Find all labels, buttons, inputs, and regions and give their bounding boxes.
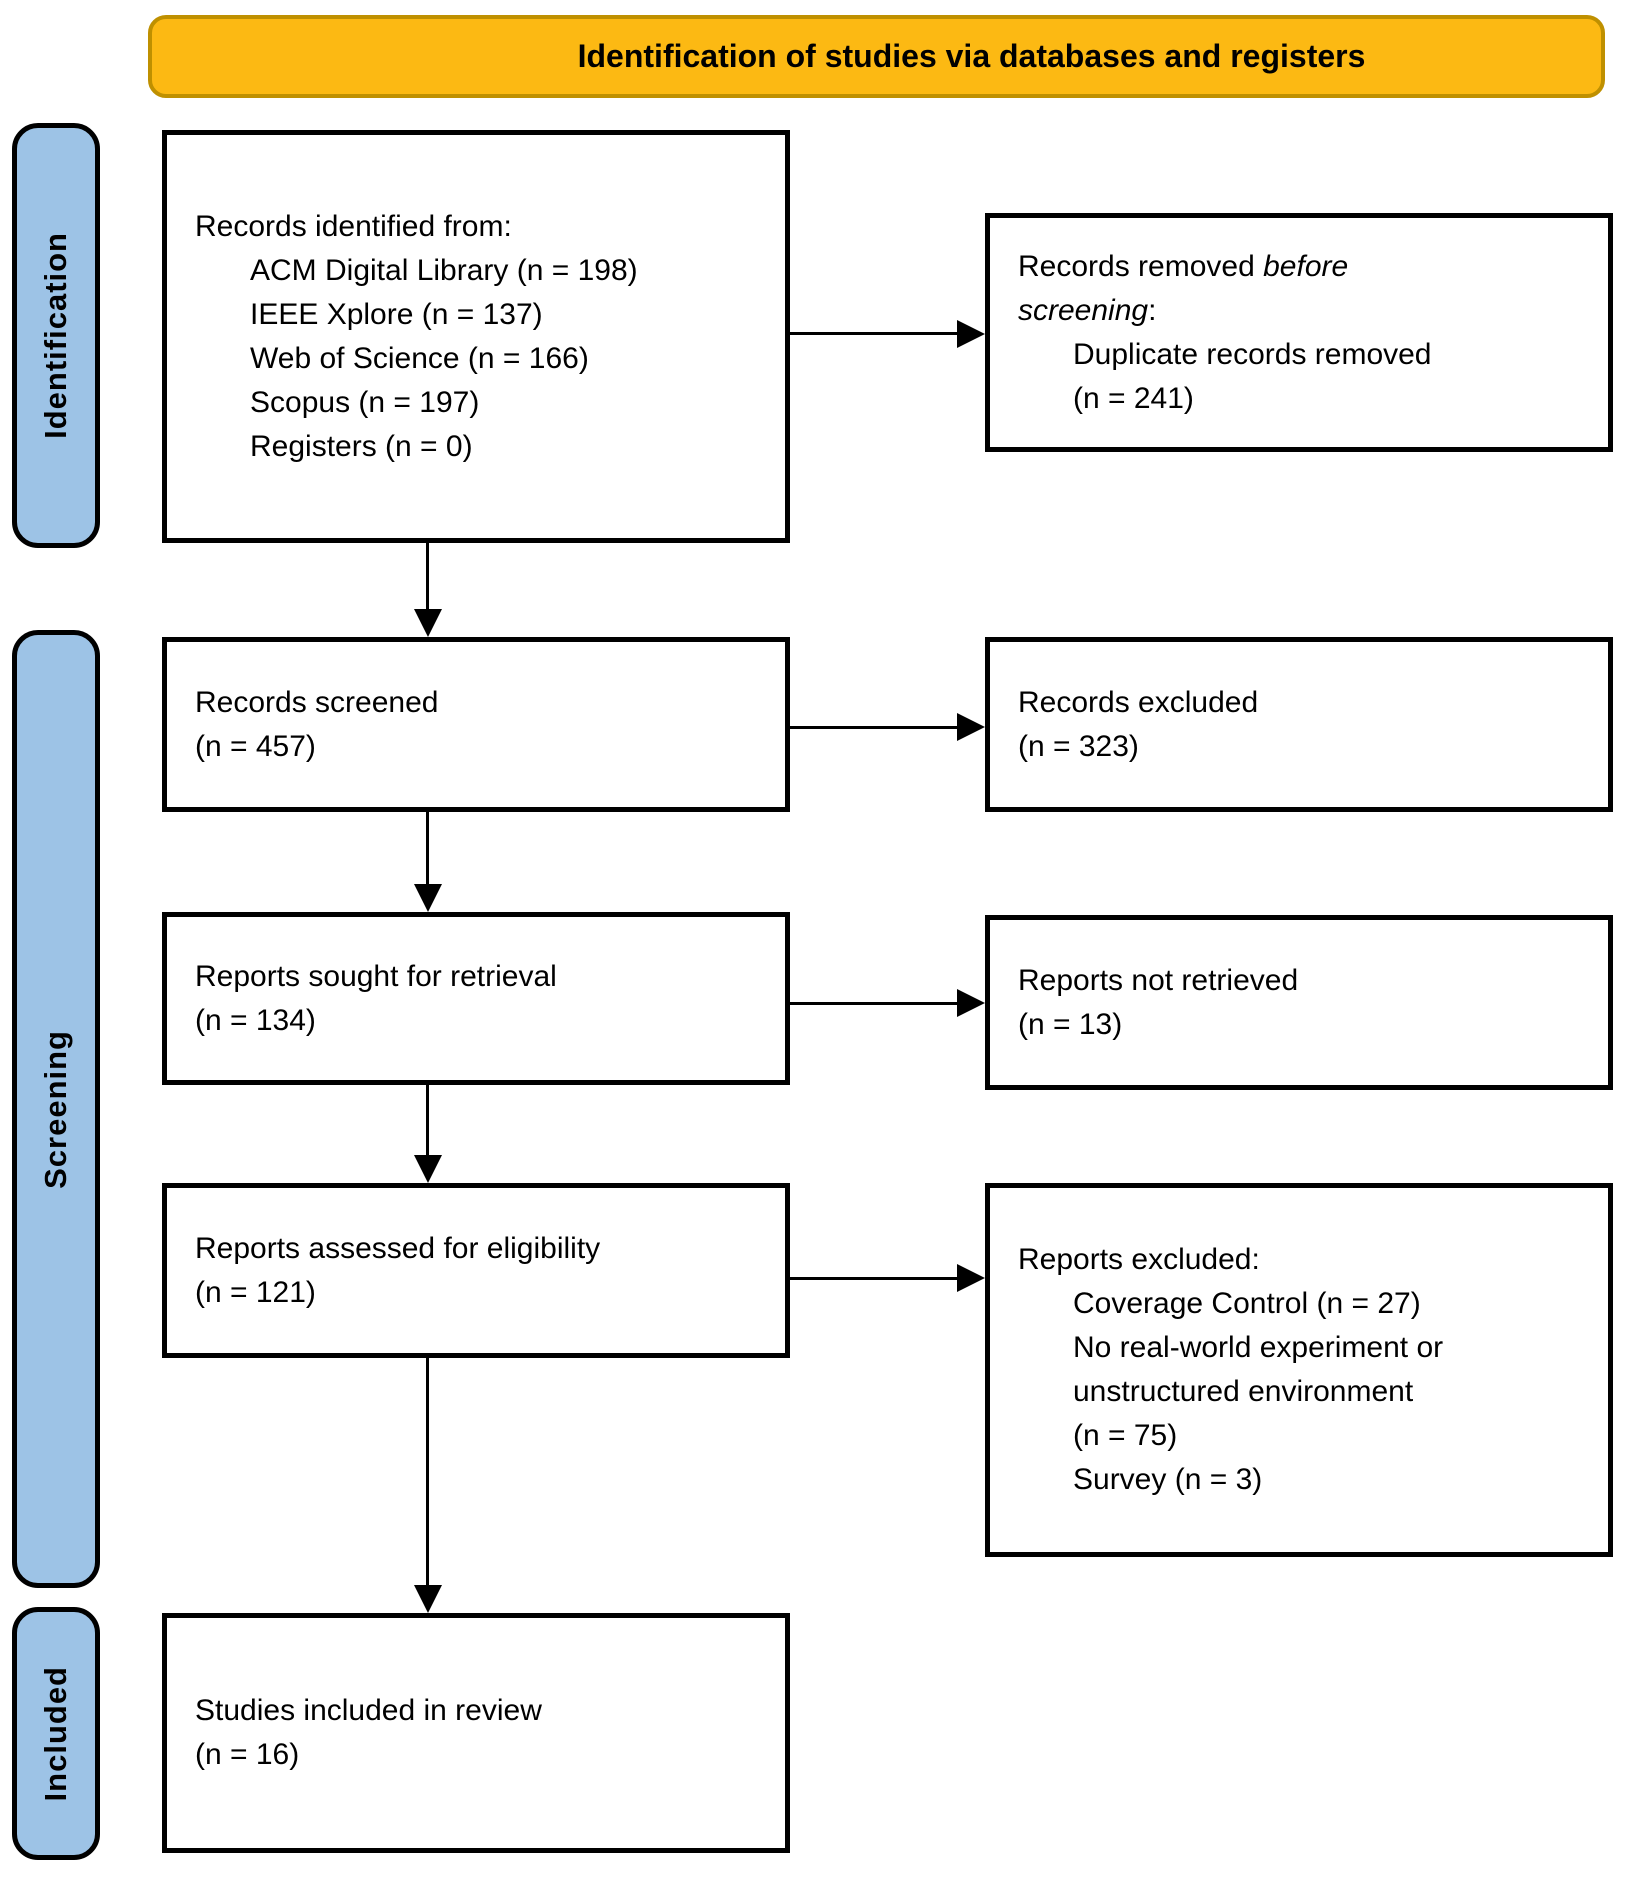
source-scopus: Scopus (n = 197) [250,385,480,419]
records-excluded-count: (n = 323) [1018,729,1139,763]
excluded-reason-no-real-world-line2: unstructured environment [1073,1375,1414,1408]
box-reports-excluded: Reports excluded: Coverage Control (n = … [985,1183,1613,1557]
box-records-identified: Records identified from: ACM Digital Lib… [162,130,790,543]
arrow-identified-to-removed-head [957,320,985,348]
reports-assessed-heading: Reports assessed for eligibility [195,1231,601,1265]
reports-not-retrieved-heading: Reports not retrieved [1018,963,1299,997]
arrow-screened-to-sought-head [414,884,442,912]
arrow-identified-to-screened-line [426,543,429,609]
arrow-sought-to-not-retrieved-line [790,1002,957,1005]
stage-included-label: Included [38,1665,73,1802]
arrow-assessed-to-included-head [414,1585,442,1613]
arrow-sought-to-not-retrieved-head [957,989,985,1017]
records-identified-heading: Records identified from: [195,209,512,243]
stage-identification-label: Identification [38,232,73,439]
arrow-assessed-to-included-line [426,1358,429,1585]
excluded-reason-no-real-world-count: (n = 75) [1073,1419,1178,1452]
arrow-identified-to-screened-head [414,609,442,637]
arrow-screened-to-excluded-line [790,726,957,729]
box-reports-assessed: Reports assessed for eligibility (n = 12… [162,1183,790,1358]
box-reports-sought: Reports sought for retrieval (n = 134) [162,912,790,1085]
reports-sought-count: (n = 134) [195,1003,316,1037]
records-screened-heading: Records screened [195,685,439,719]
stage-included: Included [12,1607,100,1860]
stage-identification: Identification [12,123,100,548]
arrow-screened-to-excluded-head [957,713,985,741]
box-reports-not-retrieved: Reports not retrieved (n = 13) [985,915,1613,1090]
arrow-sought-to-assessed-head [414,1155,442,1183]
excluded-reason-survey: Survey (n = 3) [1073,1463,1263,1496]
arrow-screened-to-sought-line [426,812,429,884]
records-removed-heading-line2: screening: [1018,293,1157,327]
duplicates-removed-line2: (n = 241) [1073,381,1194,415]
source-registers: Registers (n = 0) [250,429,473,463]
arrow-assessed-to-excluded-head [957,1264,985,1292]
title-banner: Identification of studies via databases … [148,15,1605,98]
arrow-sought-to-assessed-line [426,1085,429,1155]
arrow-assessed-to-excluded-line [790,1277,957,1280]
arrow-identified-to-removed-line [790,332,957,335]
stage-screening-label: Screening [38,1029,73,1189]
box-records-excluded: Records excluded (n = 323) [985,637,1613,812]
source-wos: Web of Science (n = 166) [250,341,589,375]
studies-included-count: (n = 16) [195,1738,300,1771]
reports-sought-heading: Reports sought for retrieval [195,959,557,993]
reports-not-retrieved-count: (n = 13) [1018,1007,1123,1041]
duplicates-removed-line1: Duplicate records removed [1073,337,1432,371]
box-records-screened: Records screened (n = 457) [162,637,790,812]
reports-excluded-heading: Reports excluded: [1018,1243,1260,1276]
box-records-removed: Records removed before screening: Duplic… [985,213,1613,452]
excluded-reason-coverage: Coverage Control (n = 27) [1073,1287,1421,1320]
studies-included-heading: Studies included in review [195,1694,542,1727]
records-removed-heading-line1: Records removed before [1018,249,1349,283]
diagram-title: Identification of studies via databases … [577,38,1366,74]
records-screened-count: (n = 457) [195,729,316,763]
records-excluded-heading: Records excluded [1018,685,1259,719]
excluded-reason-no-real-world-line1: No real-world experiment or [1073,1331,1444,1364]
reports-assessed-count: (n = 121) [195,1275,316,1309]
stage-screening: Screening [12,630,100,1588]
source-ieee: IEEE Xplore (n = 137) [250,297,543,331]
source-acm: ACM Digital Library (n = 198) [250,253,638,287]
box-studies-included: Studies included in review (n = 16) [162,1613,790,1853]
